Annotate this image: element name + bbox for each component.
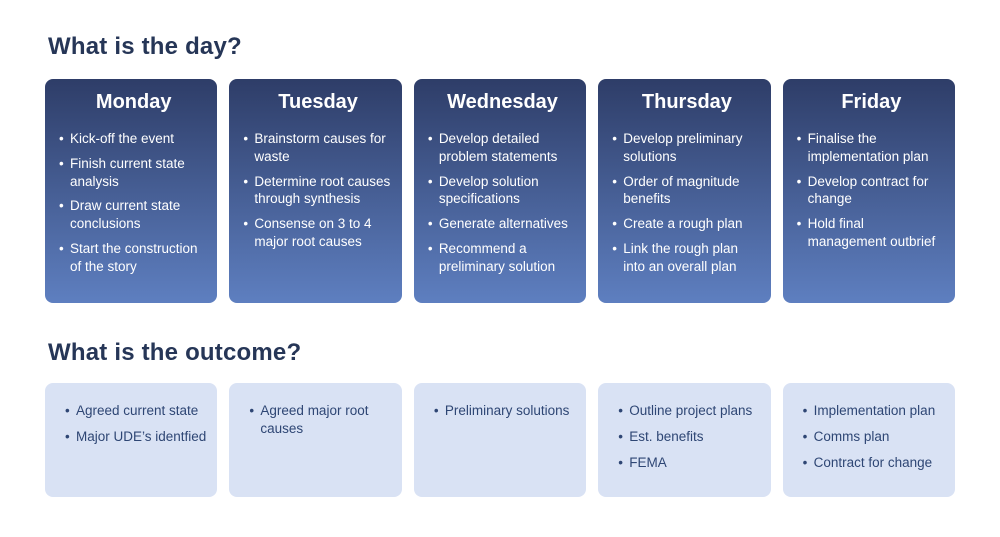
day-activities-tuesday: Brainstorm causes for wasteDetermine roo… [243, 130, 392, 251]
bullet-item: Develop contract for change [797, 173, 946, 209]
bullet-item: Consense on 3 to 4 major root causes [243, 215, 392, 251]
day-activities-thursday: Develop preliminary solutionsOrder of ma… [612, 130, 761, 276]
bullet-item: Recommend a preliminary solution [428, 240, 577, 276]
bullet-item: Agreed major root causes [249, 402, 391, 438]
bullet-item: Preliminary solutions [434, 402, 576, 420]
bullet-item: Draw current state conclusions [59, 197, 208, 233]
bullet-item: Develop solution specifications [428, 173, 577, 209]
bullet-item: Implementation plan [803, 402, 945, 420]
day-card-tuesday: Tuesday Brainstorm causes for wasteDeter… [229, 79, 402, 303]
outcome-card-wednesday: Preliminary solutions [413, 383, 587, 497]
outcome-card-friday: Implementation planComms planContract fo… [782, 383, 956, 497]
day-section-heading: What is the day? [48, 33, 242, 60]
outcomes-monday: Agreed current stateMajor UDE’s identfie… [65, 402, 207, 446]
outcome-section-heading: What is the outcome? [48, 339, 302, 366]
bullet-item: Hold final management outbrief [797, 215, 946, 251]
bullet-item: Finish current state analysis [59, 155, 208, 191]
bullet-item: Generate alternatives [428, 215, 577, 233]
bullet-item: Est. benefits [618, 428, 760, 446]
day-card-thursday: Thursday Develop preliminary solutionsOr… [598, 79, 771, 303]
bullet-item: Order of magnitude benefits [612, 173, 761, 209]
day-activities-wednesday: Develop detailed problem statementsDevel… [428, 130, 577, 276]
bullet-item: Finalise the implementation plan [797, 130, 946, 166]
day-card-wednesday: Wednesday Develop detailed problem state… [413, 79, 587, 303]
bullet-item: Agreed current state [65, 402, 207, 420]
bullet-item: Link the rough plan into an overall plan [612, 240, 761, 276]
bullet-item: Contract for change [803, 454, 945, 472]
day-activities-monday: Kick-off the eventFinish current state a… [59, 130, 208, 276]
day-activities-friday: Finalise the implementation planDevelop … [797, 130, 946, 251]
bullet-item: Determine root causes through synthesis [243, 173, 392, 209]
bullet-item: Comms plan [803, 428, 945, 446]
bullet-item: FEMA [618, 454, 760, 472]
outcomes-thursday: Outline project plansEst. benefitsFEMA [618, 402, 760, 471]
bullet-item: Kick-off the event [59, 130, 208, 148]
day-card-title-thursday: Thursday [641, 91, 732, 113]
bullet-item: Brainstorm causes for waste [243, 130, 392, 166]
outcome-card-tuesday: Agreed major root causes [229, 383, 402, 497]
day-card-title-tuesday: Tuesday [278, 91, 358, 113]
bullet-item: Create a rough plan [612, 215, 761, 233]
bullet-item: Major UDE’s identfied [65, 428, 207, 446]
day-card-title-friday: Friday [841, 91, 902, 113]
bullet-item: Start the construction of the story [59, 240, 208, 276]
bullet-item: Develop preliminary solutions [612, 130, 761, 166]
outcomes-tuesday: Agreed major root causes [249, 402, 391, 438]
bullet-item: Develop detailed problem statements [428, 130, 577, 166]
outcome-cards-row: Agreed current stateMajor UDE’s identfie… [45, 383, 956, 497]
outcome-card-monday: Agreed current stateMajor UDE’s identfie… [45, 383, 218, 497]
outcome-card-thursday: Outline project plansEst. benefitsFEMA [598, 383, 771, 497]
day-card-title-wednesday: Wednesday [447, 91, 558, 113]
day-card-friday: Friday Finalise the implementation planD… [782, 79, 956, 303]
day-cards-row: Monday Kick-off the eventFinish current … [45, 79, 956, 303]
bullet-item: Outline project plans [618, 402, 760, 420]
day-card-title-monday: Monday [95, 91, 172, 113]
day-card-monday: Monday Kick-off the eventFinish current … [45, 79, 218, 303]
outcomes-friday: Implementation planComms planContract fo… [803, 402, 945, 471]
outcomes-wednesday: Preliminary solutions [434, 402, 576, 420]
